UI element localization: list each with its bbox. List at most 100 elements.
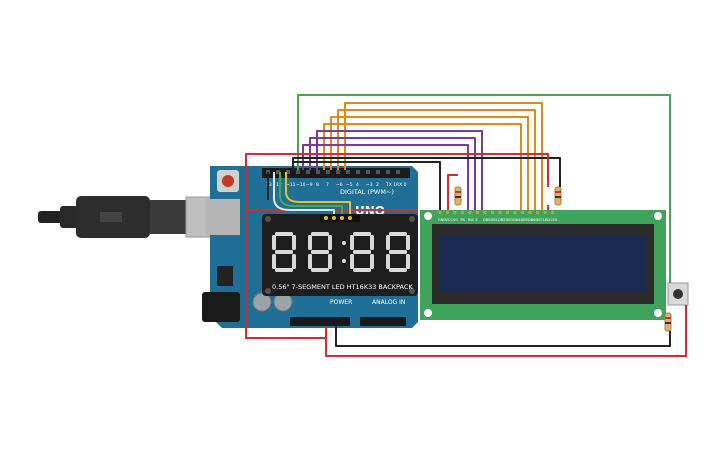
wire-green-small[interactable] [279, 172, 343, 214]
resistor-band [665, 322, 671, 324]
lcd-pin[interactable] [476, 211, 479, 214]
backpack-pin[interactable] [348, 216, 352, 220]
lcd-pin-label: LED [543, 218, 550, 222]
wire-white[interactable] [273, 172, 335, 214]
segment [292, 235, 296, 250]
segment-colon [342, 259, 346, 263]
digital-pin[interactable] [296, 170, 300, 174]
wire-black-bottom[interactable] [335, 326, 671, 347]
segment [350, 235, 354, 250]
lcd-pin[interactable] [491, 211, 494, 214]
lcd-pin[interactable] [513, 211, 517, 214]
wire-orange-3[interactable] [330, 116, 529, 210]
pushbutton-cap[interactable] [673, 289, 683, 299]
wire-red-top[interactable] [245, 153, 549, 187]
segment [353, 268, 371, 272]
wire-red-bottom[interactable] [325, 305, 687, 357]
digital-pin[interactable] [306, 170, 310, 174]
pushbutton[interactable] [667, 282, 689, 306]
segment [353, 250, 371, 254]
wire-orange-4[interactable] [323, 123, 522, 210]
wire-orange-1[interactable] [344, 102, 543, 210]
wire-purple-1[interactable] [316, 130, 483, 210]
digital-pin[interactable] [346, 170, 350, 174]
wire-yellow[interactable] [285, 172, 351, 214]
digital-pin[interactable] [316, 170, 320, 174]
lcd-pin[interactable] [453, 211, 457, 214]
digital-pin-label: ~6 [336, 182, 343, 188]
digital-pin[interactable] [396, 170, 400, 174]
lcd-pin-label: DB3 [506, 218, 513, 222]
lcd-mount-hole [654, 212, 662, 220]
reset-button[interactable] [222, 175, 234, 187]
power-jack [202, 292, 240, 322]
lcd-pin[interactable] [461, 211, 464, 214]
wire-black-lcd-gnd[interactable] [292, 161, 441, 210]
lcd-pin[interactable] [536, 211, 539, 214]
lcd-mount-hole [424, 212, 432, 220]
digital-pin[interactable] [336, 170, 340, 174]
usb-cable[interactable] [38, 196, 221, 238]
digital-pin[interactable] [356, 170, 360, 174]
segment [272, 254, 276, 269]
lcd-pin[interactable] [543, 211, 547, 214]
wire-orange-2[interactable] [337, 109, 536, 210]
backpack-pin[interactable] [324, 216, 328, 220]
wire-red-left[interactable] [245, 172, 326, 339]
resistor-2[interactable] [554, 186, 562, 206]
digital-pin[interactable] [326, 170, 330, 174]
lcd-pin-label: DB5 [521, 218, 528, 222]
lcd-mount-hole [424, 309, 432, 317]
digital-pin[interactable] [366, 170, 370, 174]
lcd-pin[interactable] [438, 211, 442, 214]
backpack-pin[interactable] [340, 216, 344, 220]
digital-pin-label: ~11 [286, 182, 296, 188]
segment [292, 254, 296, 269]
lcd-pin-label: VCC [446, 218, 454, 222]
digital-pin[interactable] [386, 170, 390, 174]
lcd-pin[interactable] [551, 211, 554, 214]
backpack-pin[interactable] [332, 216, 336, 220]
segment [275, 268, 293, 272]
digital-pin-label: 12 [276, 182, 282, 188]
resistor-1[interactable] [454, 186, 462, 206]
wire-green[interactable] [297, 94, 671, 283]
power-header [290, 317, 350, 326]
digital-pin[interactable] [286, 170, 290, 174]
segment [406, 235, 410, 250]
resistor-3[interactable] [664, 312, 672, 332]
lcd-pin[interactable] [521, 211, 524, 214]
segment [328, 235, 332, 250]
segment-digit [386, 232, 410, 272]
lcd-pin[interactable] [446, 211, 449, 214]
segment [275, 250, 293, 254]
wires [245, 94, 687, 357]
wire-red-lcd-vcc[interactable] [447, 174, 458, 210]
lcd-pin-label: DB4 [513, 218, 521, 222]
lcd-pin[interactable] [498, 211, 502, 214]
seven-segment-display[interactable]: 0.56" 7-SEGMENT LED HT16K33 BACKPACK [262, 214, 418, 296]
digital-pin-label: 8 [316, 182, 319, 188]
lcd-pin-label: GND [438, 218, 446, 222]
lcd-pin-label: E [476, 218, 478, 222]
segment-digit [350, 232, 374, 272]
mount-hole [409, 288, 415, 294]
lcd-pin[interactable] [528, 211, 532, 214]
lcd-pin[interactable] [483, 211, 487, 214]
digital-pin[interactable] [276, 170, 280, 174]
segment-colon [342, 241, 346, 245]
mount-hole [265, 288, 271, 294]
wire-black-top[interactable] [292, 157, 561, 187]
usb-icon [100, 212, 122, 222]
resistor-band [455, 196, 461, 198]
lcd-pin[interactable] [468, 211, 472, 214]
digital-pin[interactable] [376, 170, 380, 174]
segment-digit [308, 232, 332, 272]
lcd-pin[interactable] [506, 211, 509, 214]
resistor-band [555, 191, 561, 193]
segment [311, 250, 329, 254]
digital-pin-label: TX 1 [385, 182, 396, 188]
